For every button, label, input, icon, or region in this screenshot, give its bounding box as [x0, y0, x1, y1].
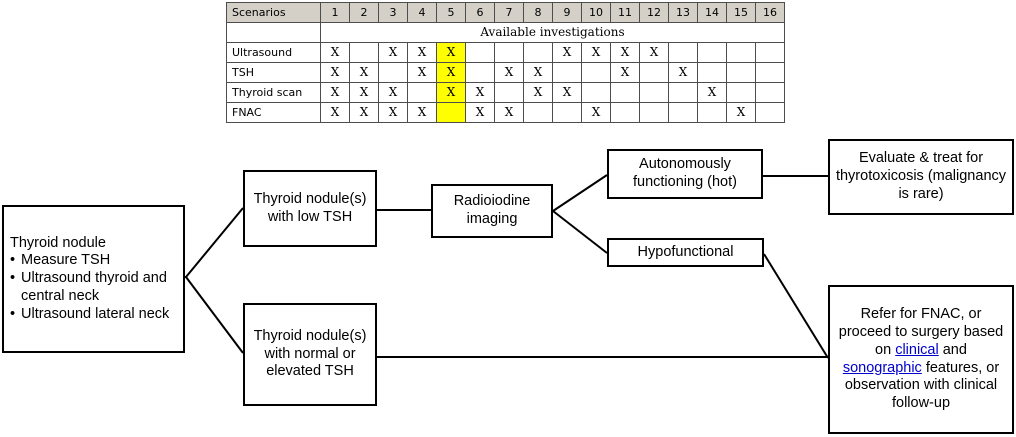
cell-13: [668, 42, 698, 63]
cell-6: [465, 42, 495, 63]
table-header: Scenarios 1 2 3 4 5 6 7 8 9 10 11 12 13 …: [226, 2, 785, 23]
column-header-15: 15: [726, 2, 756, 23]
cell-12: [639, 82, 669, 103]
cell-12: [639, 102, 669, 123]
cell-1: X: [320, 82, 350, 103]
connector-radioiodine-to-hypofunctional: [552, 210, 608, 254]
column-header-1: 1: [320, 2, 350, 23]
cell-16: [755, 62, 785, 83]
node-hypofunctional[interactable]: Hypofunctional: [607, 238, 764, 267]
node-radioiodine-label: Radioiodine imaging: [453, 193, 531, 227]
cell-10: X: [581, 42, 611, 63]
node-radioiodine-imaging[interactable]: Radioiodine imaging: [431, 184, 553, 238]
node-thyroid-nodule-bullets: Measure TSH Ultrasound thyroid and centr…: [10, 252, 177, 323]
connector-radioiodine-to-hot: [552, 174, 608, 212]
bullet-ultrasound-thyroid-central-neck: Ultrasound thyroid and central neck: [10, 270, 177, 305]
cell-10: X: [581, 102, 611, 123]
cell-13: [668, 102, 698, 123]
cell-7: X: [494, 62, 524, 83]
clinical-link[interactable]: clinical: [895, 341, 939, 358]
node-thyroid-nodule-title: Thyroid nodule: [10, 234, 106, 251]
bullet-measure-tsh: Measure TSH: [10, 252, 177, 270]
column-header-14: 14: [697, 2, 727, 23]
node-hot-label: Autonomously functioning (hot): [633, 156, 737, 190]
available-investigations-label: Available investigations: [320, 22, 785, 43]
cell-11: [610, 102, 640, 123]
table-header-row: Scenarios 1 2 3 4 5 6 7 8 9 10 11 12 13 …: [226, 2, 785, 23]
column-header-7: 7: [494, 2, 524, 23]
cell-3: X: [378, 102, 408, 123]
cell-4: X: [407, 42, 437, 63]
refer-text-part1: Refer for FNAC, or proceed to surgery ba…: [838, 306, 1004, 358]
cell-16: [755, 102, 785, 123]
column-header-9: 9: [552, 2, 582, 23]
cell-15: [726, 82, 756, 103]
cell-4: [407, 82, 437, 103]
cell-2: X: [349, 82, 379, 103]
column-header-5: 5: [436, 2, 466, 23]
node-hypofunctional-label: Hypofunctional: [637, 243, 734, 260]
node-normal-tsh-label: Thyroid nodule(s) with normal or elevate…: [253, 327, 367, 380]
cell-8: X: [523, 82, 553, 103]
refer-text-part2: and: [938, 341, 967, 358]
bullet-ultrasound-lateral-neck: Ultrasound lateral neck: [10, 306, 177, 324]
connector-hypofunctional-to-refer: [763, 253, 829, 359]
row-label-thyroid-scan: Thyroid scan: [226, 82, 321, 103]
scenario-table-container: Scenarios 1 2 3 4 5 6 7 8 9 10 11 12 13 …: [226, 2, 785, 123]
column-header-10: 10: [581, 2, 611, 23]
cell-3: X: [378, 42, 408, 63]
cell-9: X: [552, 42, 582, 63]
cell-11: [610, 82, 640, 103]
cell-12: X: [639, 42, 669, 63]
column-header-4: 4: [407, 2, 437, 23]
cell-5: X: [436, 62, 466, 83]
refer-text-part3: features, or observation with clinical f…: [844, 359, 1000, 411]
cell-2: X: [349, 62, 379, 83]
cell-13: [668, 82, 698, 103]
node-evaluate-label: Evaluate & treat for thyrotoxicosis (mal…: [835, 150, 1007, 202]
cell-9: [552, 62, 582, 83]
cell-8: X: [523, 62, 553, 83]
node-autonomously-functioning-hot[interactable]: Autonomously functioning (hot): [607, 149, 763, 199]
node-evaluate-treat-thyrotoxicosis[interactable]: Evaluate & treat for thyrotoxicosis (mal…: [828, 139, 1014, 215]
connector-nodule-to-low-tsh: [185, 207, 244, 278]
cell-2: X: [349, 102, 379, 123]
cell-3: X: [378, 82, 408, 103]
scenario-investigations-table: Scenarios 1 2 3 4 5 6 7 8 9 10 11 12 13 …: [226, 2, 785, 123]
row-label-fnac: FNAC: [226, 102, 321, 123]
column-header-6: 6: [465, 2, 495, 23]
cell-6: [465, 62, 495, 83]
column-header-13: 13: [668, 2, 698, 23]
sonographic-link[interactable]: sonographic: [842, 359, 922, 376]
section-label-row: Available investigations: [226, 22, 785, 43]
cell-4: X: [407, 102, 437, 123]
cell-14: [697, 42, 727, 63]
node-low-tsh[interactable]: Thyroid nodule(s) with low TSH: [243, 170, 377, 247]
cell-16: [755, 42, 785, 63]
node-normal-or-elevated-tsh[interactable]: Thyroid nodule(s) with normal or elevate…: [243, 303, 377, 406]
node-refer-for-fnac[interactable]: Refer for FNAC, or proceed to surgery ba…: [828, 285, 1014, 434]
section-row-spacer: [226, 22, 321, 43]
node-refer-text: Refer for FNAC, or proceed to surgery ba…: [834, 306, 1008, 412]
cell-9: X: [552, 82, 582, 103]
cell-6: X: [465, 102, 495, 123]
cell-1: X: [320, 102, 350, 123]
cell-14: X: [697, 82, 727, 103]
cell-11: X: [610, 42, 640, 63]
node-low-tsh-label: Thyroid nodule(s) with low TSH: [253, 190, 367, 225]
node-thyroid-nodule[interactable]: Thyroid nodule Measure TSH Ultrasound th…: [2, 205, 185, 353]
column-header-12: 12: [639, 2, 669, 23]
connector-nodule-to-normal-tsh: [185, 276, 244, 354]
